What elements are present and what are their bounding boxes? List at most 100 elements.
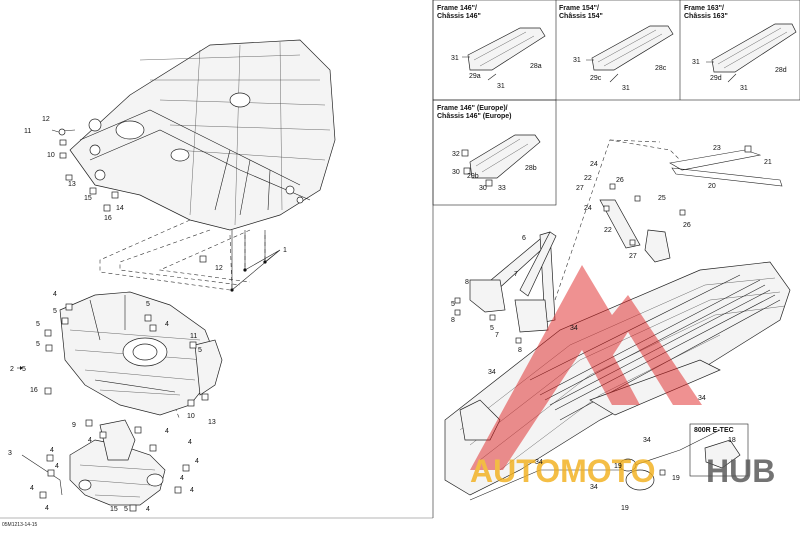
callout-label: 22 xyxy=(584,175,592,182)
callout-label: 23 xyxy=(713,145,721,152)
callout-label: 30 xyxy=(452,169,460,176)
callout-label: 19 xyxy=(672,475,680,482)
callout-label: 31 xyxy=(622,85,630,92)
callout-label: 4 xyxy=(190,487,194,494)
callout-label: 30 xyxy=(479,185,487,192)
front-support-hardware xyxy=(44,303,209,407)
callout-label: 16 xyxy=(30,387,38,394)
callout-label: 4 xyxy=(165,428,169,435)
callout-label: 9 xyxy=(72,422,76,429)
inset-box-frame-163: Frame 163"/ Châssis 163" 31 29d 28d 31 xyxy=(684,5,787,92)
tunnel-rail-assembly-drawing xyxy=(444,261,791,501)
callout-label: 4 xyxy=(53,291,57,298)
callout-label: 4 xyxy=(50,447,54,454)
callout-2-arrow xyxy=(17,366,23,370)
callout-label: 34 xyxy=(698,395,706,402)
callout-label: 28c xyxy=(655,65,667,72)
watermark-logo-mark xyxy=(470,265,702,470)
watermark-text-hub: HUB xyxy=(706,453,775,489)
callout-label: 26 xyxy=(616,177,624,184)
inset-box-frame-146-europe: Frame 146" (Europe)/ Châssis 146" (Europ… xyxy=(437,105,537,192)
callouts-left-top: 11 12 10 13 15 14 16 12 1 xyxy=(24,116,287,272)
callouts-left-mid: 4 5 5 5 4 5 2 5 11 16 5 10 13 xyxy=(10,291,216,426)
callout-label: 1 xyxy=(283,247,287,254)
callout-label: 4 xyxy=(88,437,92,444)
callout-label: 12 xyxy=(215,265,223,272)
callout-label: 31 xyxy=(740,85,748,92)
inset-title-line1: Frame 146"/ xyxy=(437,5,477,12)
assembly-guide-lines-right xyxy=(554,139,681,301)
callout-label: 4 xyxy=(180,475,184,482)
callout-label: 26 xyxy=(683,222,691,229)
automotohub-watermark: AUTOMOTO HUB xyxy=(470,265,775,489)
callout-label: 4 xyxy=(30,485,34,492)
callout-label: 28d xyxy=(775,67,787,74)
callout-label: 34 xyxy=(535,459,543,466)
callout-label: 5 xyxy=(22,366,26,373)
callout-label: 19 xyxy=(621,505,629,512)
inset-rail-163 xyxy=(706,23,797,83)
callout-label: 15 xyxy=(84,195,92,202)
callout-label: 5 xyxy=(451,301,455,308)
callout-label: 8 xyxy=(518,347,522,354)
callout-label: 13 xyxy=(68,181,76,188)
frame-hardware xyxy=(51,128,207,263)
callout-label: 29b xyxy=(467,173,479,180)
callout-label: 8 xyxy=(451,317,455,324)
callout-label: 6 xyxy=(522,235,526,242)
callout-label: 4 xyxy=(45,505,49,512)
callout-label: 8 xyxy=(465,279,469,286)
callout-label: 15 xyxy=(110,506,118,513)
callout-label: 34 xyxy=(570,325,578,332)
callout-label: 29d xyxy=(710,75,722,82)
inset-rail-146 xyxy=(462,27,546,81)
callout-label: 31 xyxy=(497,83,505,90)
callout-label: 5 xyxy=(490,325,494,332)
callout-label: 7 xyxy=(495,332,499,339)
watermark-text-automoto: AUTOMOTO xyxy=(470,453,655,489)
callouts-right: 23 21 24 22 26 20 27 25 24 22 26 27 6 7 … xyxy=(451,145,772,491)
callout-label: 5 xyxy=(36,341,40,348)
document-code: 05M1213-14-15 xyxy=(2,522,38,528)
inset-rail-146-europe xyxy=(461,134,541,187)
engine-mount-drawing xyxy=(21,419,166,506)
callout-label: 3 xyxy=(8,450,12,457)
inset-title-line2: Châssis 163" xyxy=(684,13,728,20)
frame-assembly-drawing xyxy=(69,39,336,231)
callout-label: 27 xyxy=(576,185,584,192)
callout-label: 16 xyxy=(104,215,112,222)
callout-label: 4 xyxy=(188,439,192,446)
callout-label: 31 xyxy=(451,55,459,62)
variant-box-800r-etec: 800R E-TEC 18 xyxy=(689,423,749,477)
callout-label: 4 xyxy=(165,321,169,328)
inset-title-line1: Frame 146" (Europe)/ xyxy=(437,105,508,112)
callout-label: 21 xyxy=(764,159,772,166)
callout-label: 31 xyxy=(692,59,700,66)
callout-label: 5 xyxy=(146,301,150,308)
callout-label: 4 xyxy=(146,506,150,513)
callout-label: 28a xyxy=(530,63,542,70)
callout-label: 10 xyxy=(187,413,195,420)
callout-label: 25 xyxy=(658,195,666,202)
callout-label: 24 xyxy=(584,205,592,212)
callout-19-bottom: 19 xyxy=(621,505,629,512)
callout-label: 31 xyxy=(573,57,581,64)
inset-title-line2: Châssis 154" xyxy=(559,13,603,20)
inset-title-line1: Frame 154"/ xyxy=(559,5,599,12)
inset-title-line2: Châssis 146" xyxy=(437,13,481,20)
engine-mount-hardware xyxy=(39,419,190,512)
callout-label: 10 xyxy=(47,152,55,159)
callout-label: 5 xyxy=(36,321,40,328)
callout-label: 4 xyxy=(195,458,199,465)
callout-label: 24 xyxy=(590,161,598,168)
callout-label: 4 xyxy=(55,463,59,470)
callout-label: 7 xyxy=(514,271,518,278)
callouts-left-bottom: 9 4 3 4 4 4 4 4 4 4 4 15 5 4 4 xyxy=(8,422,199,513)
callout-label: 29a xyxy=(469,73,481,80)
rear-suspension-arms-drawing xyxy=(469,149,783,333)
inset-box-frame-154: Frame 154"/ Châssis 154" 31 29c 28c 31 xyxy=(559,5,667,92)
inset-box-frame-146: Frame 146"/ Châssis 146" 31 29a 28a 31 xyxy=(437,5,542,90)
callout-1-leader xyxy=(230,230,281,292)
